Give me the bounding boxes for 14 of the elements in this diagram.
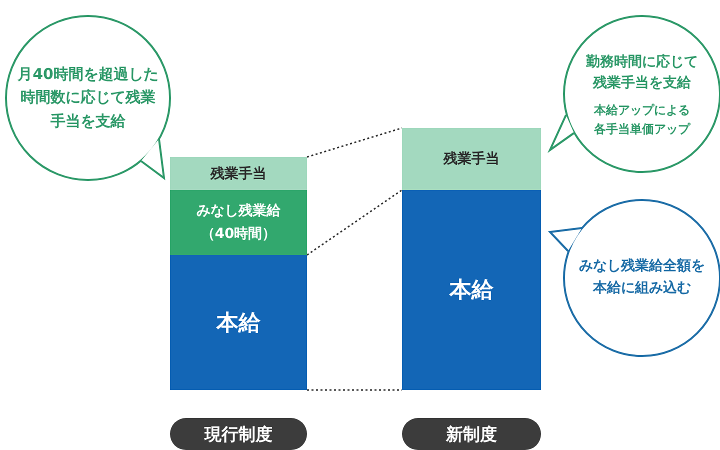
bubble-text: 勤務時間に応じて残業手当を支給 — [585, 52, 699, 94]
bar-segment: 本給 — [402, 190, 541, 390]
dotted-guide-line — [306, 189, 402, 256]
bar-segment: 本給 — [170, 255, 307, 390]
bubble-text: みなし残業給全額を本給に組み込む — [578, 257, 706, 298]
dotted-guide-line — [306, 127, 402, 158]
bar-segment: 残業手当 — [170, 157, 307, 190]
system-label: 新制度 — [402, 418, 541, 450]
bubble-text: 月40時間を超過した時間数に応じて残業手当を支給 — [16, 64, 160, 132]
bar-segment: みなし残業給（40時間） — [170, 190, 307, 255]
dotted-guide-line — [307, 389, 402, 391]
bar-segment: 残業手当 — [402, 128, 541, 190]
system-label: 現行制度 — [170, 418, 307, 450]
bubble-note: 本給アップによる各手当単価アップ — [592, 102, 692, 138]
